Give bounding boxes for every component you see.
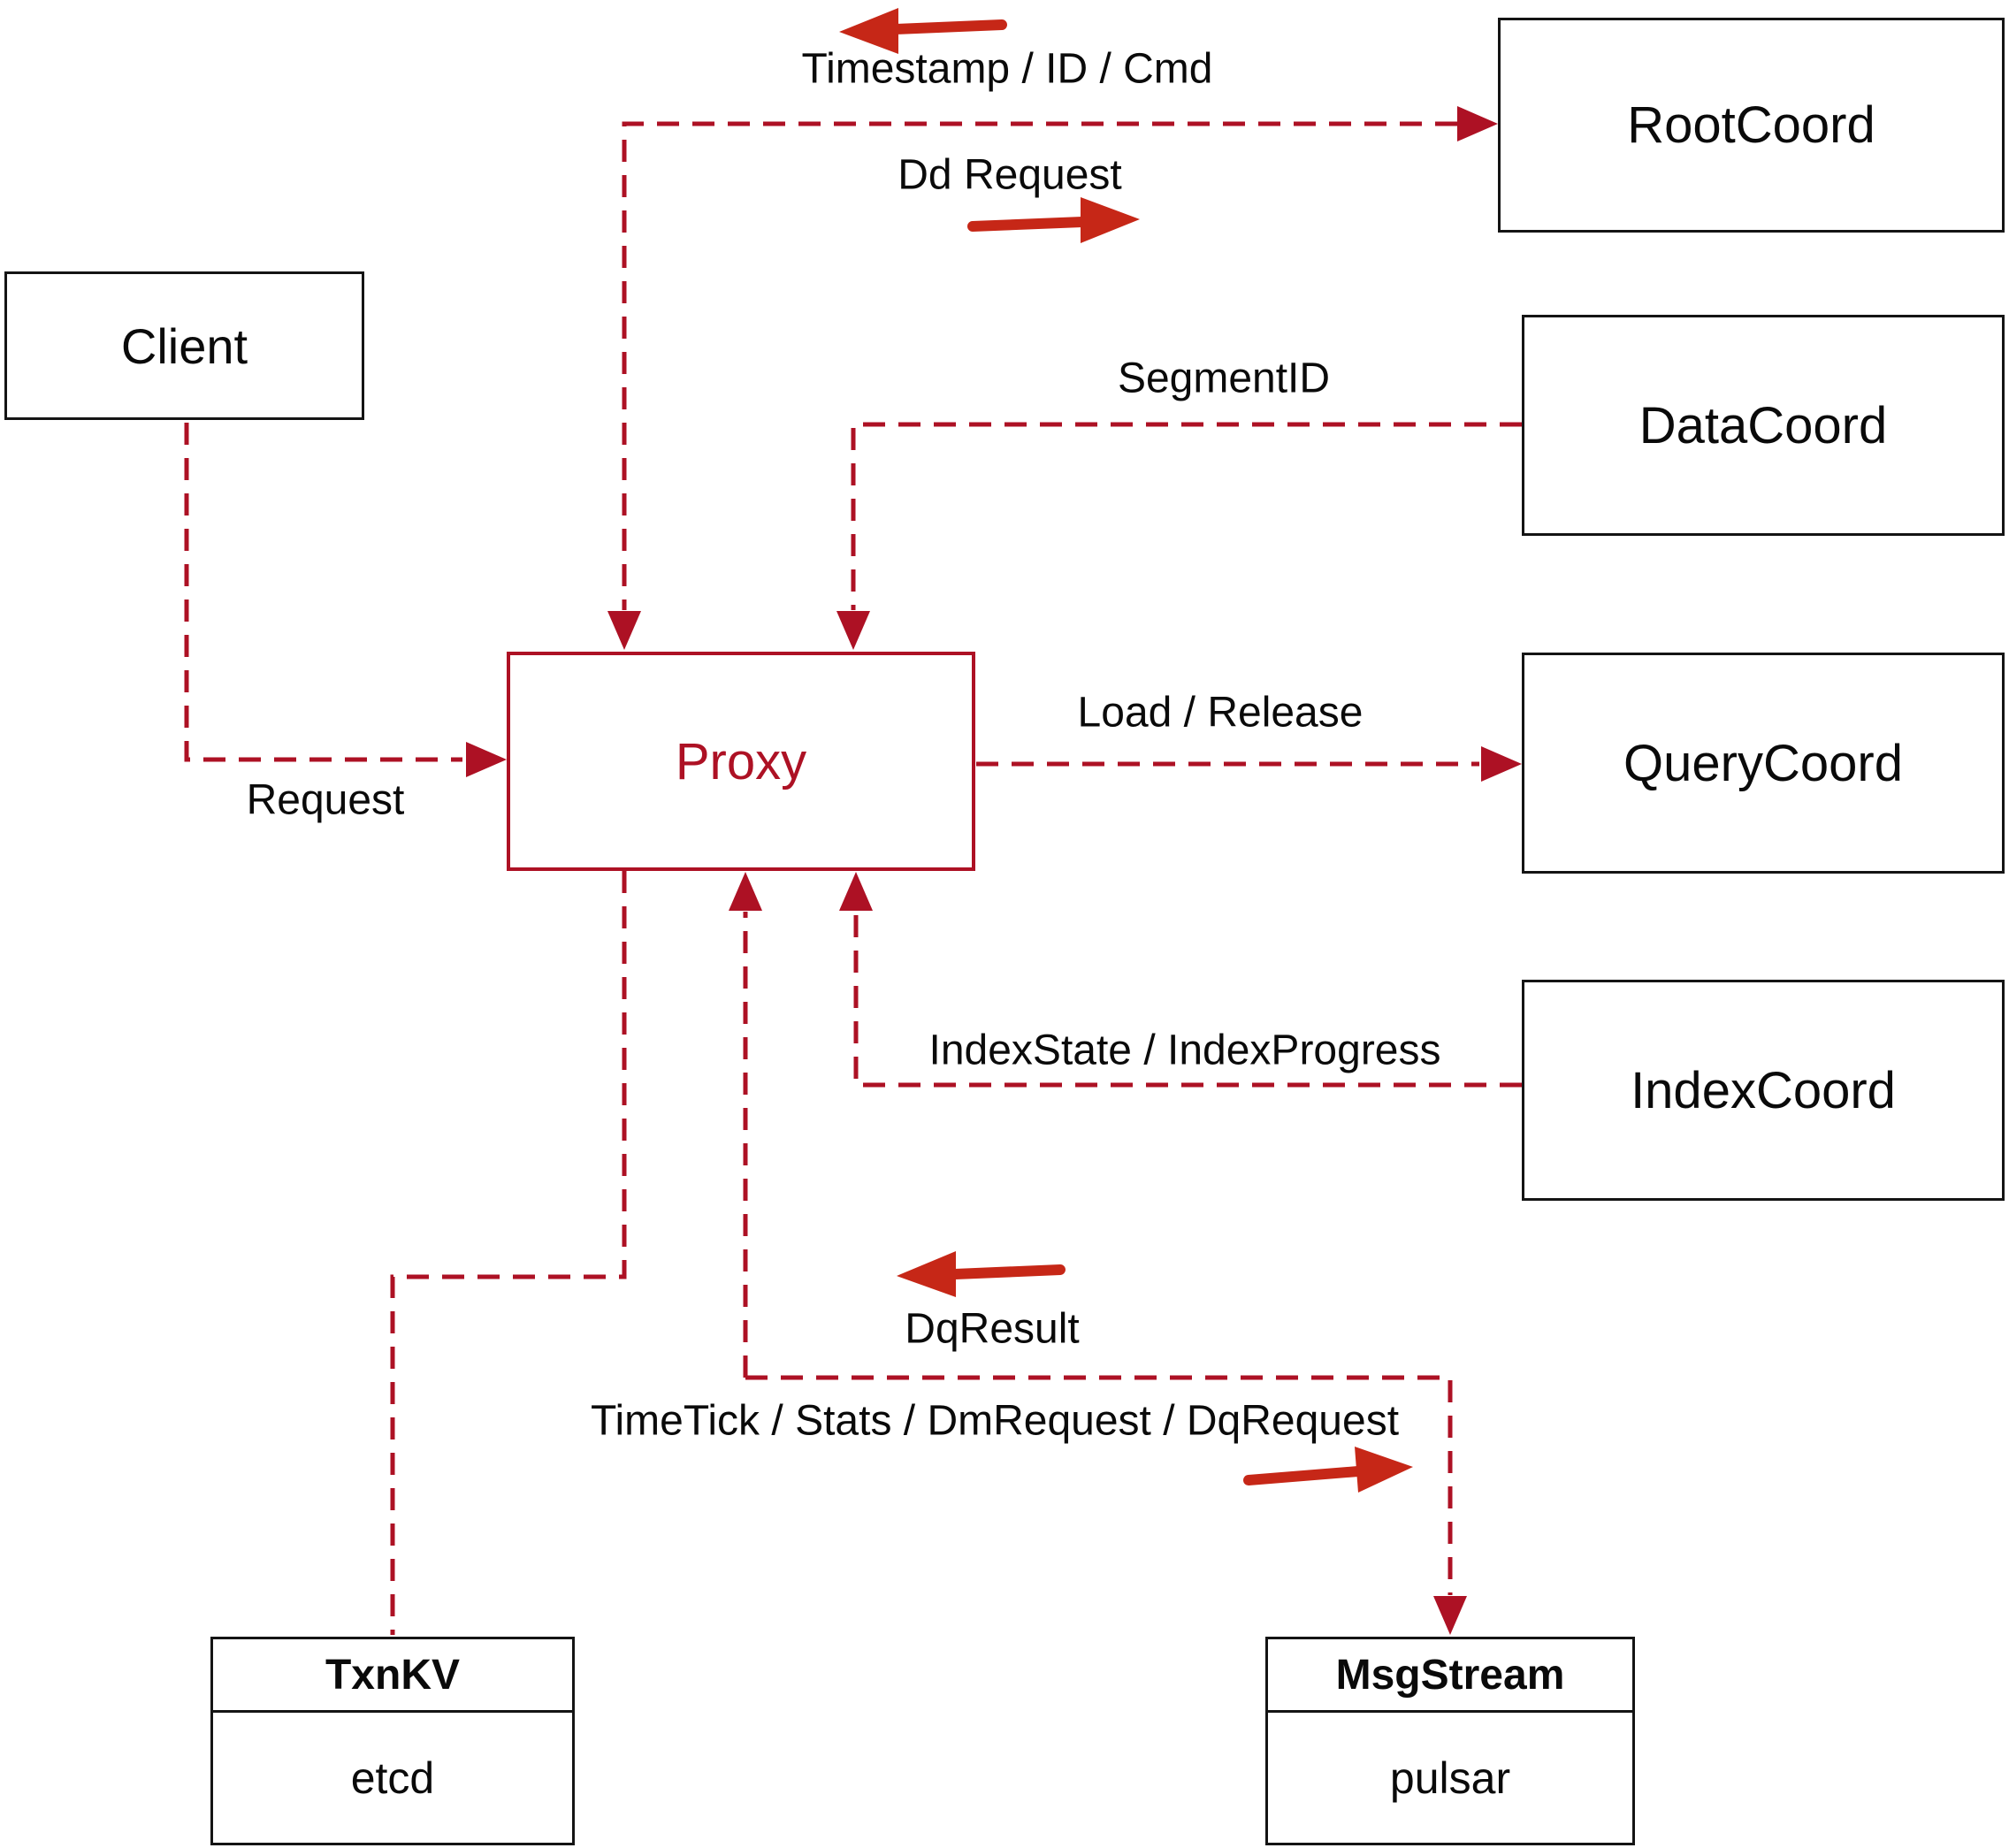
edge-proxy-querycoord [976, 746, 1522, 782]
edge-label-segment-id: SegmentID [1117, 355, 1331, 402]
node-proxy-label: Proxy [675, 732, 807, 790]
edge-label-time-tick: TimeTick / Stats / DmRequest / DqRequest [590, 1397, 1400, 1445]
flow-arrow-dd-request-right [967, 197, 1140, 243]
flow-arrow-time-tick-right [1243, 1447, 1413, 1493]
node-indexcoord-label: IndexCoord [1631, 1061, 1896, 1119]
edge-client-proxy [184, 423, 507, 777]
edge-proxy-rootcoord [607, 106, 1498, 650]
edge-indexcoord-proxy [839, 872, 1522, 1088]
edge-label-request: Request [246, 776, 405, 824]
node-querycoord-label: QueryCoord [1623, 734, 1903, 792]
node-txnkv-impl: etcd [350, 1753, 435, 1803]
node-msgstream-title: MsgStream [1268, 1639, 1632, 1713]
flow-arrow-dq-result-left [897, 1251, 1066, 1297]
node-datacoord-label: DataCoord [1639, 396, 1888, 454]
node-proxy: Proxy [507, 652, 975, 871]
node-indexcoord: IndexCoord [1522, 980, 2005, 1201]
edge-proxy-msgstream [729, 872, 1467, 1635]
node-msgstream-impl: pulsar [1389, 1753, 1511, 1803]
node-msgstream: MsgStream pulsar [1265, 1637, 1635, 1845]
node-client-label: Client [120, 317, 248, 374]
edge-proxy-txnkv [390, 871, 627, 1635]
node-rootcoord: RootCoord [1498, 18, 2005, 233]
node-client: Client [4, 271, 364, 420]
node-rootcoord-label: RootCoord [1627, 96, 1875, 154]
node-txnkv: TxnKV etcd [210, 1637, 575, 1845]
edge-label-timestamp: Timestamp / ID / Cmd [801, 45, 1213, 93]
edge-label-load-release: Load / Release [1077, 689, 1364, 737]
edge-label-dd-request: Dd Request [898, 151, 1122, 199]
edge-label-index-state: IndexState / IndexProgress [928, 1027, 1441, 1074]
edge-datacoord-proxy [836, 422, 1522, 650]
edge-label-dq-result: DqResult [905, 1305, 1080, 1353]
node-datacoord: DataCoord [1522, 315, 2005, 536]
node-querycoord: QueryCoord [1522, 653, 2005, 874]
flow-arrow-timestamp-left [839, 8, 1007, 54]
node-txnkv-title: TxnKV [213, 1639, 572, 1713]
